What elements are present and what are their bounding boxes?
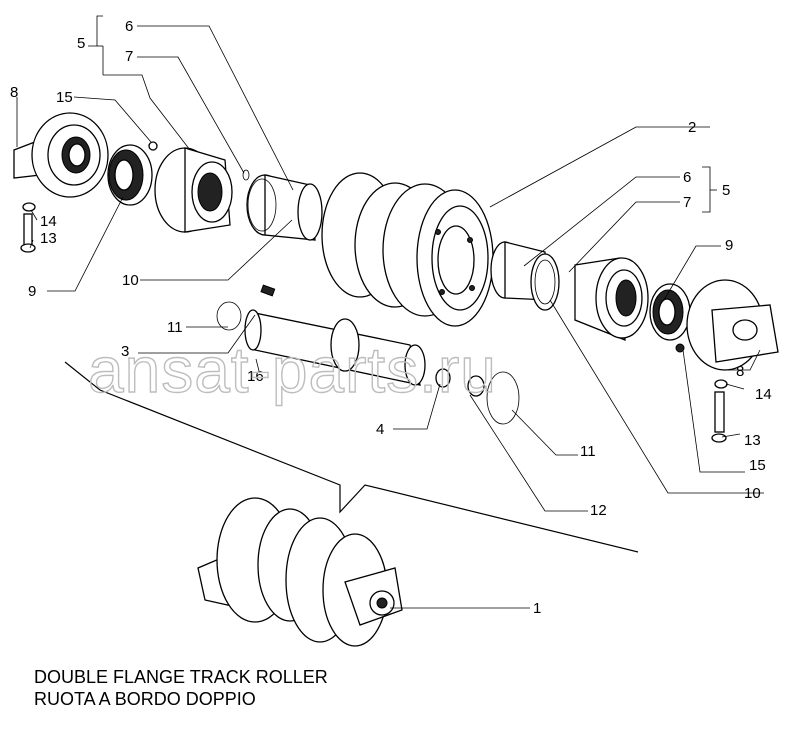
- callout-14-left: 14: [40, 213, 57, 230]
- left-bolt: [20, 202, 36, 253]
- right-collar: [490, 241, 560, 311]
- callout-5-right: 5: [722, 182, 730, 199]
- callout-8-right: 8: [736, 363, 744, 380]
- section-divider: [64, 361, 639, 553]
- callout-15-left: 15: [56, 89, 73, 106]
- callout-2: 2: [688, 119, 696, 136]
- callout-15-right: 15: [749, 457, 766, 474]
- left-end-cap: [13, 112, 109, 198]
- callout-numbers: 1 2 3 4 5 6 7 8 15 14 13 9 10 11 16 6 7 …: [10, 18, 772, 617]
- callout-14-right: 14: [755, 386, 772, 403]
- left-bearing: [107, 144, 153, 206]
- leader-lines: [16, 15, 764, 609]
- right-bearing: [649, 283, 691, 341]
- shaft: [216, 284, 520, 425]
- callout-6-left: 6: [125, 18, 133, 35]
- watermark: ansat-parts.ru: [88, 334, 497, 406]
- right-end-cap: [675, 279, 779, 371]
- callout-9-right: 9: [725, 237, 733, 254]
- callout-3: 3: [121, 343, 129, 360]
- callout-7-left: 7: [125, 48, 133, 65]
- callout-7-right: 7: [683, 194, 691, 211]
- left-housing: [148, 141, 233, 233]
- callout-5-left: 5: [77, 35, 85, 52]
- assembled-roller: [197, 497, 403, 647]
- callout-10-right: 10: [744, 485, 761, 502]
- callout-10-left: 10: [122, 272, 139, 289]
- caption-line-2: RUOTA A BORDO DOPPIO: [34, 689, 256, 709]
- callout-4: 4: [376, 421, 384, 438]
- right-bolt: [711, 379, 728, 443]
- caption-line-1: DOUBLE FLANGE TRACK ROLLER: [34, 667, 328, 687]
- roller-body: [321, 172, 494, 327]
- left-collar: [246, 174, 323, 241]
- right-housing: [574, 257, 649, 341]
- callout-8-left: 8: [10, 84, 18, 101]
- callout-11-top: 11: [167, 319, 183, 336]
- callout-12: 12: [590, 502, 607, 519]
- callout-1: 1: [533, 600, 541, 617]
- callout-13-right: 13: [744, 432, 761, 449]
- callout-13-left: 13: [40, 230, 57, 247]
- callout-9-left: 9: [28, 283, 36, 300]
- callout-6-right: 6: [683, 169, 691, 186]
- callout-16: 16: [247, 368, 264, 385]
- callout-11-bottom: 11: [580, 443, 596, 460]
